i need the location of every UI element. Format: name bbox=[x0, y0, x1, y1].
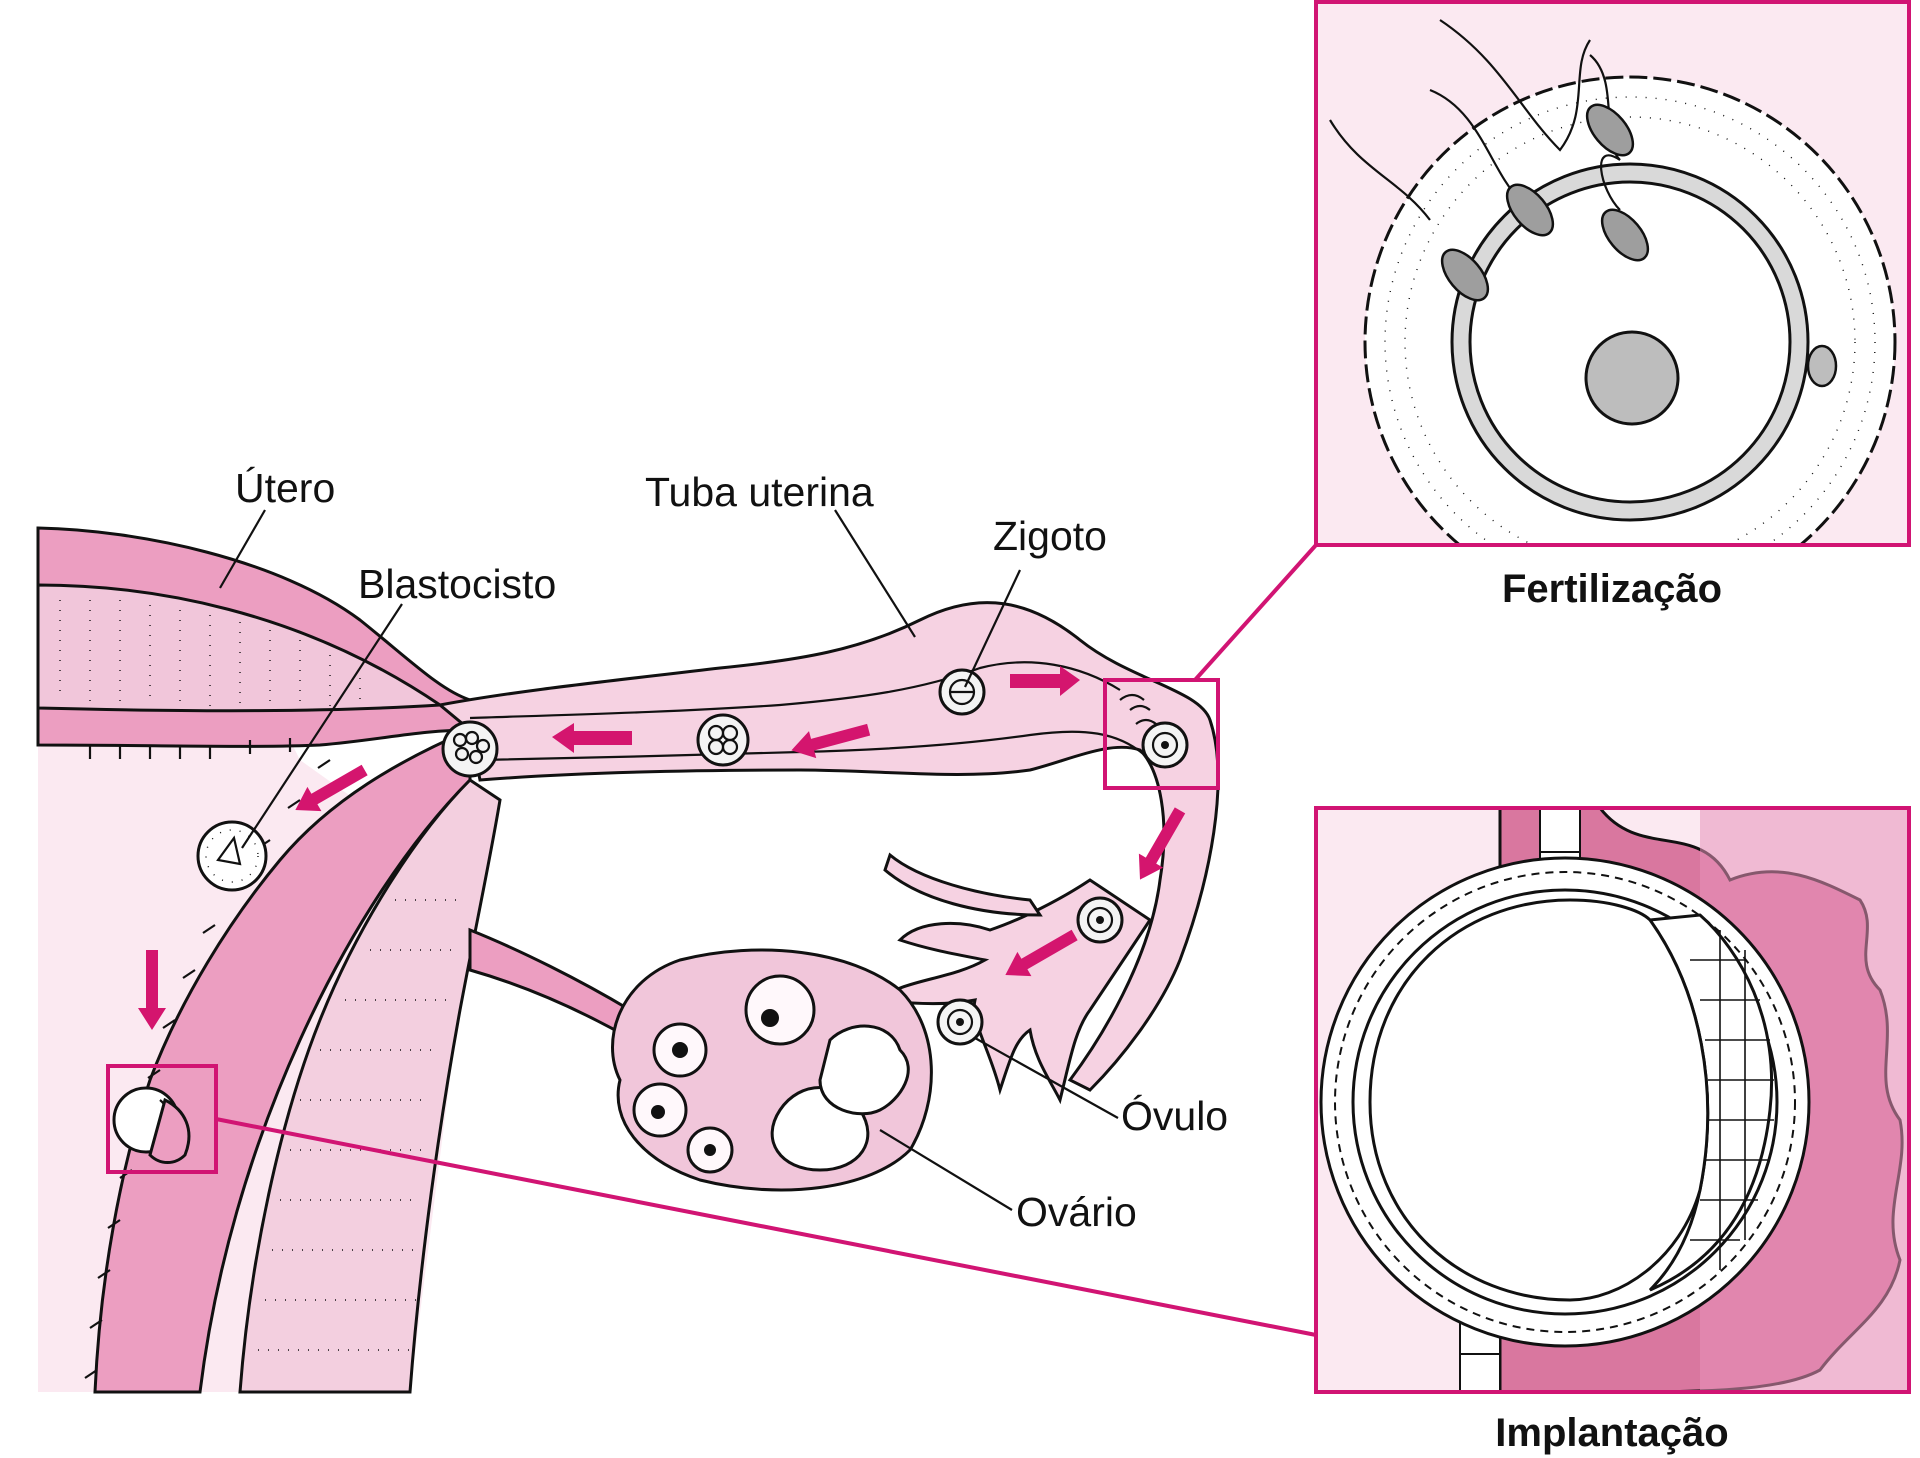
oocyte-nucleus bbox=[1584, 330, 1680, 426]
label-ovario: Ovário bbox=[1016, 1189, 1137, 1235]
label-zigoto: Zigoto bbox=[993, 513, 1107, 559]
fimbria-finger bbox=[883, 852, 1043, 917]
fertilization-inset bbox=[1314, 0, 1911, 547]
polar-body bbox=[1806, 344, 1838, 388]
tube-lumen bbox=[469, 661, 1151, 762]
fertilization-inset-frame bbox=[1314, 0, 1911, 547]
implantation-inset-frame bbox=[1314, 806, 1911, 1394]
ovum-fertilization-site bbox=[1119, 693, 1189, 769]
label-blastocisto: Blastocisto bbox=[358, 561, 556, 607]
zygote-cell bbox=[938, 668, 986, 716]
ovary bbox=[611, 948, 933, 1192]
arrow-3 bbox=[552, 723, 632, 753]
magnifier-callouts bbox=[106, 543, 1318, 1337]
arrow-2 bbox=[791, 723, 871, 759]
caption-fertilizacao: Fertilização bbox=[1502, 567, 1722, 611]
arrow-4 bbox=[295, 764, 368, 812]
label-tuba-uterina: Tuba uterina bbox=[645, 469, 874, 515]
implantation-connector bbox=[215, 1117, 1317, 1337]
uterus-lower-wall bbox=[93, 727, 472, 1394]
anatomy-illustration bbox=[36, 526, 1220, 1394]
ovum-released bbox=[936, 998, 984, 1046]
label-ovulo: Óvulo bbox=[1121, 1093, 1228, 1139]
four-cell-embryo bbox=[696, 713, 750, 767]
arrow-1 bbox=[1010, 666, 1080, 696]
fertilization-zoom-box bbox=[1103, 678, 1220, 790]
blastocyst-cell bbox=[196, 820, 268, 892]
ovum-in-tube bbox=[1076, 896, 1124, 944]
fertilization-connector bbox=[1193, 543, 1318, 682]
movement-arrows bbox=[138, 666, 1186, 1030]
arrow-6 bbox=[1138, 807, 1186, 880]
arrow-7 bbox=[1005, 929, 1078, 977]
leader-lines bbox=[219, 509, 1119, 1211]
morula bbox=[441, 720, 499, 778]
caption-implantacao: Implantação bbox=[1495, 1411, 1728, 1455]
uterine-tube bbox=[436, 601, 1220, 1092]
implantation-inset bbox=[1314, 806, 1911, 1394]
implanting-embryo bbox=[112, 1086, 191, 1164]
blastocoel bbox=[1368, 898, 1710, 1302]
label-utero: Útero bbox=[235, 465, 335, 511]
sperm-cells bbox=[1329, 19, 1650, 302]
arrow-5 bbox=[138, 950, 166, 1030]
